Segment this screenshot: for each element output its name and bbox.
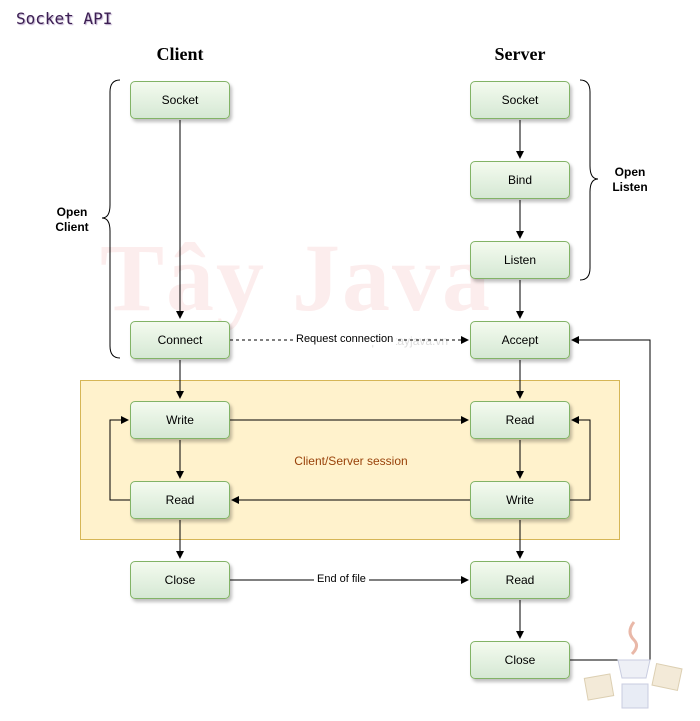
server-close-node[interactable]: Close xyxy=(470,641,570,679)
client-close-node[interactable]: Close xyxy=(130,561,230,599)
server-read-node[interactable]: Read xyxy=(470,401,570,439)
client-read-node[interactable]: Read xyxy=(130,481,230,519)
arrow-client-loop xyxy=(109,416,130,501)
client-write-node[interactable]: Write xyxy=(130,401,230,439)
watermark: Tây Java xyxy=(100,224,493,331)
client-connect-node[interactable]: Connect xyxy=(130,321,230,359)
open-client-label: Open Client xyxy=(42,205,102,235)
open-client-text: Open Client xyxy=(55,205,89,234)
request-connection-label: Request connection xyxy=(293,333,397,345)
session-label: Client/Server session xyxy=(294,454,408,468)
server-listen-node[interactable]: Listen xyxy=(470,241,570,279)
client-open-brace xyxy=(101,79,121,359)
arrow-close-to-accept xyxy=(570,336,651,661)
server-bind-node[interactable]: Bind xyxy=(470,161,570,199)
java-cup-logo-icon xyxy=(583,621,683,709)
server-listen-brace xyxy=(579,79,599,281)
client-column-header: Client xyxy=(156,44,204,64)
server-read-eof-node[interactable]: Read xyxy=(470,561,570,599)
server-accept-node[interactable]: Accept xyxy=(470,321,570,359)
diagram-title: Socket API xyxy=(16,9,113,28)
server-write-node[interactable]: Write xyxy=(470,481,570,519)
open-listen-text: Open Listen xyxy=(612,165,648,194)
server-socket-node[interactable]: Socket xyxy=(470,81,570,119)
end-of-file-label: End of file xyxy=(314,573,369,585)
server-column-header: Server xyxy=(494,44,546,64)
open-listen-label: Open Listen xyxy=(600,165,660,195)
client-socket-node[interactable]: Socket xyxy=(130,81,230,119)
arrow-server-loop xyxy=(570,416,591,501)
